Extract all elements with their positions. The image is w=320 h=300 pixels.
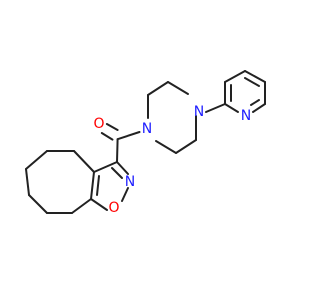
- bond-pip-6: [155, 140, 177, 154]
- bond-py-3: [244, 70, 266, 83]
- bond-hept-3: [25, 150, 48, 170]
- atom-isoxazole-n: N: [125, 174, 135, 190]
- bond-py-6: [224, 103, 239, 113]
- structure-drawing: O N N N N O: [25, 70, 266, 216]
- bond-iso-o-c7a: [90, 198, 108, 211]
- bond-carbonyl-c-o: [105, 123, 119, 131]
- bond-iso-c3-n: [116, 161, 129, 175]
- bond-iso-n-o: [121, 187, 129, 202]
- bond-py-2: [224, 70, 246, 83]
- bond-iso-c7a-c3a-2: [96, 175, 100, 196]
- atom-labels: O N N N N O: [93, 104, 251, 216]
- atom-piperazine-n1: N: [142, 121, 152, 137]
- bond-lines: [25, 70, 266, 214]
- bond-n4-py: [205, 103, 226, 113]
- atom-piperazine-n4: N: [194, 104, 204, 120]
- molecule-diagram: O N N N N O: [25, 70, 266, 216]
- bond-pip-2: [147, 81, 169, 96]
- atom-pyridine-n: N: [241, 108, 251, 124]
- bond-py-3b: [244, 77, 260, 87]
- bond-c-c3: [116, 138, 119, 163]
- bond-iso-c3-n-2: [111, 167, 123, 179]
- bond-pip-5: [175, 139, 197, 154]
- bond-pip-3: [167, 81, 189, 95]
- bond-py-5b: [250, 99, 260, 106]
- bond-iso-c7a-c3a: [90, 171, 95, 200]
- bond-hept-5: [28, 194, 48, 214]
- bond-hept-7: [71, 198, 92, 214]
- bond-carbonyl-c-o-2: [100, 132, 114, 141]
- bond-hept-1: [73, 150, 95, 173]
- bond-hept-4: [25, 168, 30, 196]
- bond-iso-c3a-c3: [93, 161, 118, 173]
- bond-py-5: [252, 103, 266, 113]
- atom-isoxazole-o: O: [108, 200, 119, 216]
- atom-carbonyl-oxygen: O: [93, 116, 104, 132]
- bond-c-npip: [116, 131, 141, 141]
